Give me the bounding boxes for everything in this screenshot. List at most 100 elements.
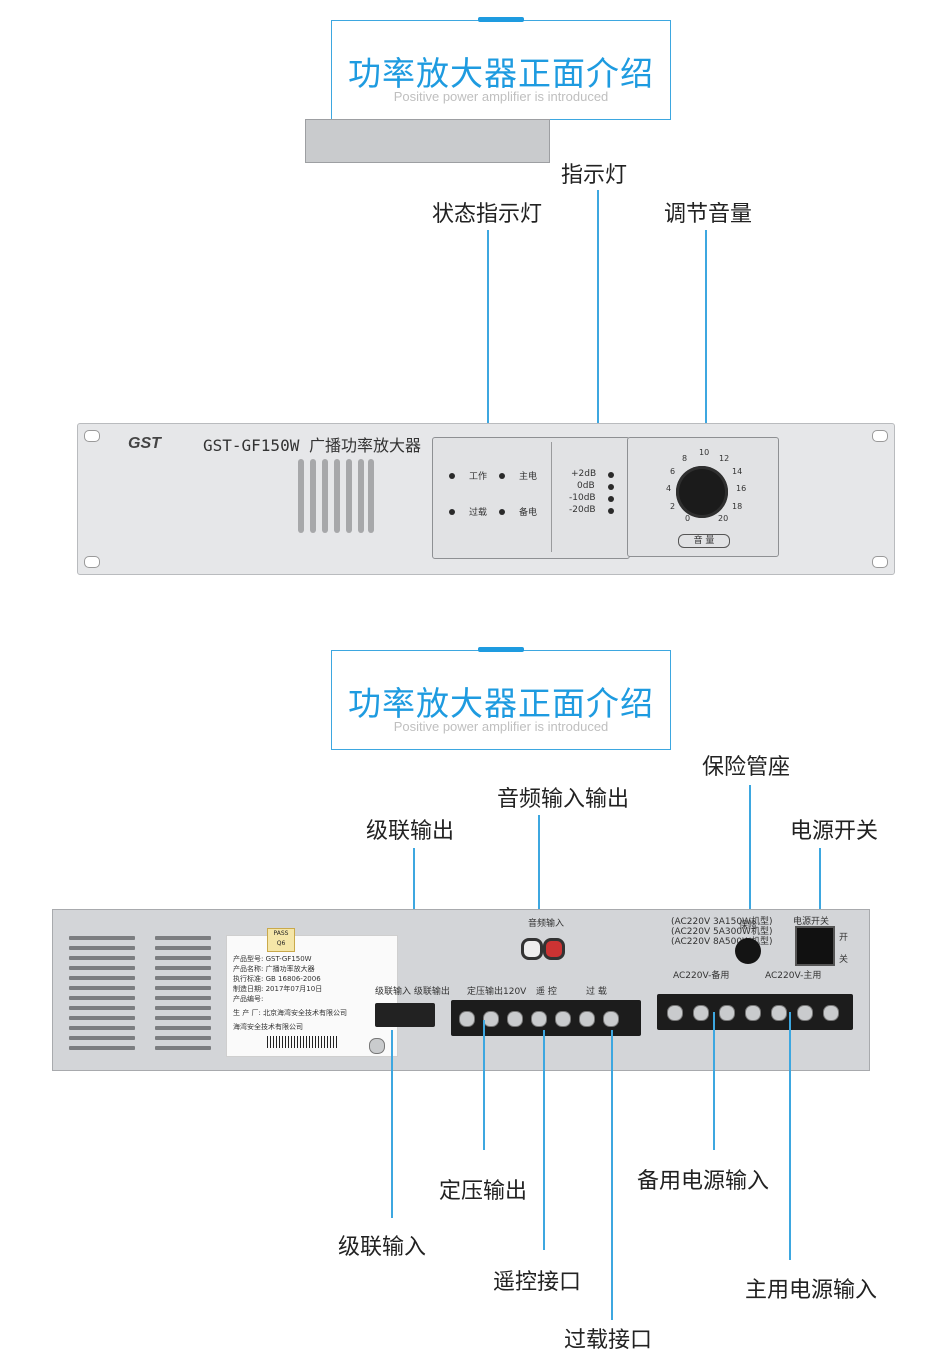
volume-tick: 16 (736, 484, 747, 493)
brand-logo: GST (128, 435, 161, 452)
leader-line (749, 785, 751, 945)
level-led (608, 484, 614, 490)
audio-in-label: 音频输入 (528, 919, 565, 929)
terminal-label: 定压输出120V (467, 987, 527, 997)
front-title: 功率放大器正面介绍 (348, 54, 654, 93)
model-label: GST-GF150W 广播功率放大器 (203, 436, 421, 455)
mount-hole (84, 430, 100, 442)
switch-off-label: 关 (839, 955, 849, 965)
leader-line (391, 1030, 393, 1218)
callout-status-indicator: 状态指示灯 (432, 202, 543, 227)
leader-line (487, 230, 489, 470)
volume-label: 音 量 (678, 534, 730, 548)
terminal-screw (771, 1005, 787, 1021)
volume-tick: 12 (719, 454, 730, 463)
callout-main-power-in: 主用电源输入 (745, 1278, 878, 1303)
leader-line (705, 230, 707, 455)
callout-cascade-out: 级联输出 (366, 819, 455, 844)
front-panel: GST GST-GF150W 广播功率放大器 工作 主电 过载 备电 +2dB … (77, 423, 895, 575)
led-label: 主电 (519, 472, 538, 482)
callout-power-switch: 电源开关 (790, 819, 879, 844)
power-label: AC220V-主用 (765, 971, 822, 981)
leader-line (483, 1020, 485, 1150)
mount-hole (872, 556, 888, 568)
barcode (267, 1036, 337, 1048)
callout-cascade-in: 级联输入 (338, 1235, 427, 1260)
volume-tick: 2 (670, 502, 676, 511)
fuse-holder[interactable] (735, 938, 761, 964)
status-led-area: 工作 主电 过载 备电 +2dB 0dB -10dB -20dB (432, 437, 630, 559)
fuse-spec: (AC220V 8A500W机型) (671, 937, 773, 947)
divider (551, 442, 552, 552)
led-label: 过载 (469, 508, 488, 518)
callout-audio-io: 音频输入输出 (497, 787, 630, 812)
terminal-screw (531, 1011, 547, 1027)
front-title-box: 功率放大器正面介绍 Positive power amplifier is in… (331, 17, 671, 120)
rear-subtitle: Positive power amplifier is introduced (393, 719, 609, 734)
title-tab (478, 647, 524, 652)
audio-jack-red[interactable] (543, 938, 565, 960)
volume-tick: 18 (732, 502, 743, 511)
volume-tick: 14 (732, 467, 743, 476)
leader-line (538, 815, 540, 958)
fuse-label: 保险 (739, 921, 758, 931)
callout-fuse-holder: 保险管座 (702, 755, 791, 780)
fuse-spec: (AC220V 5A300W机型) (671, 927, 773, 937)
leader-line (713, 1012, 715, 1150)
callout-indicator-lights: 指示灯 (561, 163, 628, 188)
volume-knob[interactable] (676, 466, 728, 518)
level-led (608, 472, 614, 478)
rear-title: 功率放大器正面介绍 (348, 684, 654, 723)
level-led (608, 508, 614, 514)
sticker-line: 制造日期: 2017年07月10日 (233, 985, 323, 993)
power-label: AC220V-备用 (673, 971, 730, 981)
sticker-line: 海湾安全技术有限公司 (233, 1023, 303, 1031)
sticker-line: 产品编号: (233, 995, 264, 1003)
volume-area: 0 2 4 6 8 10 12 14 16 18 20 音 量 (627, 437, 779, 557)
mount-hole (872, 430, 888, 442)
level-label: +2dB (571, 469, 597, 479)
volume-tick: 4 (666, 484, 672, 493)
leader-line (597, 190, 599, 460)
sticker-line: 产品名称: 广播功率放大器 (233, 965, 315, 973)
terminal-label: 过 载 (586, 987, 607, 997)
sticker-line: 产品型号: GST-GF150W (233, 955, 312, 963)
rear-vent-right (155, 936, 211, 1054)
rj45-ports[interactable] (375, 1003, 435, 1027)
led-backup-power (499, 509, 505, 515)
switch-on-label: 开 (839, 933, 849, 943)
callout-volume-adjust: 调节音量 (664, 202, 753, 227)
volume-tick: 8 (682, 454, 688, 463)
power-switch[interactable] (795, 926, 835, 966)
level-label: -10dB (569, 493, 596, 503)
terminal-label: 遥 控 (536, 987, 557, 997)
front-subtitle: Positive power amplifier is introduced (393, 89, 609, 104)
terminal-screw (667, 1005, 683, 1021)
leader-line (789, 1012, 791, 1260)
terminal-screw (483, 1011, 499, 1027)
terminal-screw (719, 1005, 735, 1021)
leader-line (819, 848, 821, 943)
volume-tick: 6 (670, 467, 676, 476)
rear-title-box: 功率放大器正面介绍 Positive power amplifier is in… (331, 647, 671, 750)
sticker-line: 执行标准: GB 16806-2006 (233, 975, 321, 983)
screw (369, 1038, 385, 1054)
terminal-screw (459, 1011, 475, 1027)
led-label: 备电 (519, 508, 538, 518)
title-tab (478, 17, 524, 22)
led-work (449, 473, 455, 479)
level-label: -20dB (569, 505, 596, 515)
terminal-screw (507, 1011, 523, 1027)
callout-remote-port: 遥控接口 (493, 1270, 582, 1295)
fuse-spec: (AC220V 3A150W机型) (671, 917, 773, 927)
terminal-screw (823, 1005, 839, 1021)
terminal-screw (693, 1005, 709, 1021)
led-overload (449, 509, 455, 515)
audio-jack-white[interactable] (521, 938, 543, 960)
led-main-power (499, 473, 505, 479)
callout-backup-power-in: 备用电源输入 (637, 1169, 770, 1194)
volume-tick: 10 (699, 448, 710, 457)
